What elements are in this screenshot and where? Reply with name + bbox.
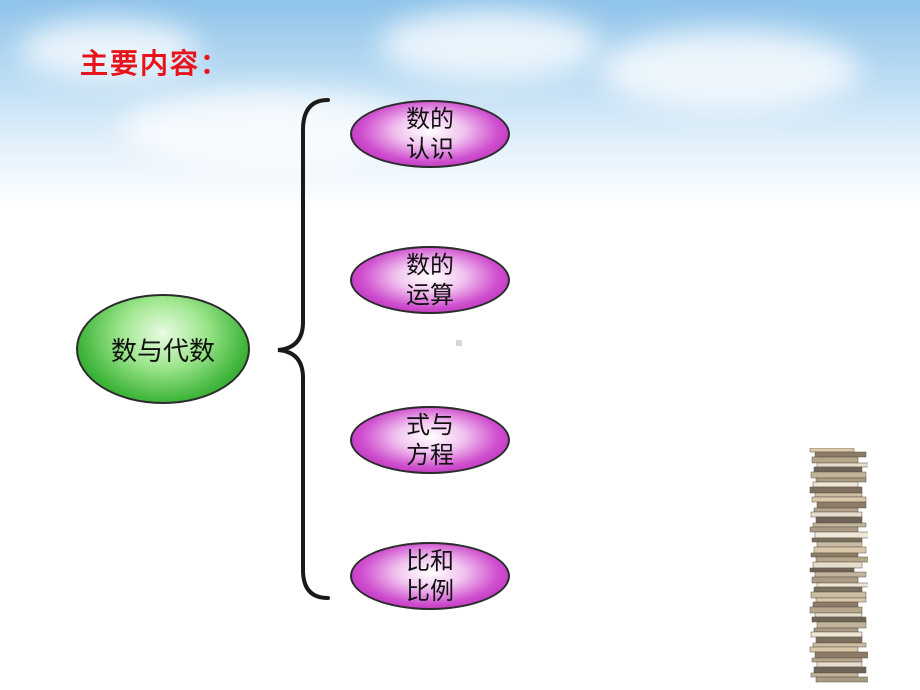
book [810, 631, 863, 638]
book [816, 541, 863, 548]
branch-node: 数的 认识 [350, 100, 510, 168]
book-stack-icon [809, 448, 868, 683]
branch-node-line2: 方程 [406, 441, 454, 469]
book [811, 496, 867, 503]
branch-node-line1: 比和 [406, 547, 454, 575]
book [814, 571, 867, 578]
sky-background [0, 0, 920, 210]
branch-node-line2: 比例 [406, 577, 454, 605]
book [809, 448, 855, 453]
book [810, 591, 867, 599]
book [811, 456, 859, 464]
book [816, 462, 868, 468]
book [816, 621, 867, 629]
branch-node: 比和 比例 [350, 542, 510, 610]
branch-node-line1: 数的 [406, 251, 454, 279]
decorative-dot [456, 340, 462, 346]
book [812, 561, 863, 569]
branch-node-line2: 认识 [406, 135, 454, 163]
book [816, 501, 867, 509]
book [815, 676, 868, 683]
branch-node: 式与 方程 [350, 406, 510, 474]
branch-node-line2: 运算 [406, 281, 454, 309]
book [813, 546, 867, 554]
book [810, 672, 859, 678]
book [813, 507, 859, 513]
book [812, 601, 859, 608]
branch-node: 数的 运算 [350, 246, 510, 314]
book [811, 576, 859, 584]
branch-node-line1: 数的 [406, 105, 454, 133]
book [809, 646, 859, 653]
book [814, 612, 863, 618]
book [810, 552, 859, 558]
book [814, 492, 863, 498]
book [809, 606, 863, 614]
book [809, 526, 859, 533]
book [814, 651, 868, 659]
book [816, 661, 863, 668]
book [813, 466, 863, 473]
book [812, 522, 867, 528]
root-node: 数与代数 [76, 294, 250, 404]
book [812, 642, 867, 648]
book [809, 486, 863, 494]
branch-node-line1: 式与 [406, 411, 454, 439]
book [815, 516, 863, 524]
book [811, 657, 863, 663]
book [815, 636, 863, 644]
book [810, 511, 863, 518]
slide-title: 主要内容： [80, 47, 231, 80]
cloud [600, 30, 860, 110]
book [812, 481, 859, 488]
book [815, 597, 867, 603]
book [813, 666, 867, 674]
book [816, 582, 868, 588]
book [815, 477, 867, 483]
book [811, 537, 863, 543]
book [813, 586, 863, 593]
book [814, 531, 868, 539]
book [811, 616, 867, 623]
book [815, 556, 868, 563]
book [810, 471, 867, 479]
book [809, 567, 855, 573]
book [813, 627, 859, 633]
cloud [20, 20, 200, 80]
cloud [380, 10, 600, 80]
book [814, 451, 867, 458]
root-node-label: 数与代数 [110, 336, 215, 367]
